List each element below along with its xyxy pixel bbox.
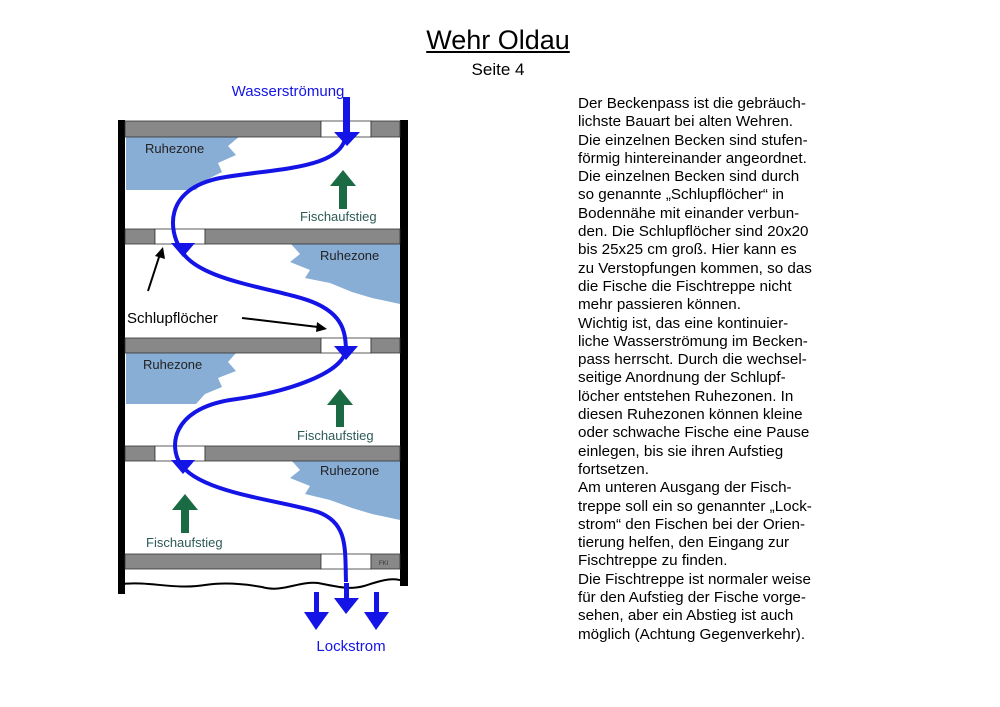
fish-ascent-label-1: Fischaufstieg xyxy=(300,209,377,224)
fish-ascent-arrow-3 xyxy=(172,494,198,533)
water-flow-arrow-2 xyxy=(171,243,195,257)
description-text: Der Beckenpass ist die gebräuch- lichste… xyxy=(578,95,812,643)
rest-zone-area-1 xyxy=(126,136,240,190)
page-subtitle: Seite 4 xyxy=(471,60,525,79)
slip-holes-label: Schlupflöcher xyxy=(127,310,218,327)
barrier-1 xyxy=(124,120,401,138)
slip-hole-pointer-arrow-1 xyxy=(147,247,165,292)
barrier-2 xyxy=(124,228,401,245)
fish-ascent-label-2: Fischaufstieg xyxy=(297,428,374,443)
attraction-current-label: Lockstrom xyxy=(316,638,385,655)
rest-zone-label-4: Ruhezone xyxy=(320,463,379,478)
water-flow-label: Wasserströmung xyxy=(232,83,345,100)
small-tag-label: FKI xyxy=(379,561,389,567)
rest-zone-label-1: Ruhezone xyxy=(145,141,204,156)
rest-zone-area-2 xyxy=(290,244,400,304)
barrier-3 xyxy=(124,337,401,354)
water-flow-arrow-4 xyxy=(171,460,195,474)
fish-ladder-diagram: FKI Wasserströmung Ru xyxy=(118,83,408,655)
water-flow-arrow-3 xyxy=(334,346,358,360)
right-wall xyxy=(400,120,408,586)
fish-ascent-label-3: Fischaufstieg xyxy=(146,535,223,550)
rest-zone-label-2: Ruhezone xyxy=(320,248,379,263)
barrier-5 xyxy=(124,553,401,570)
attraction-current-arrows xyxy=(304,583,389,630)
rest-zone-area-3 xyxy=(126,353,236,404)
fish-ascent-arrow-2 xyxy=(327,389,353,427)
water-flow-arrow-top xyxy=(334,97,360,146)
rest-zone-label-3: Ruhezone xyxy=(143,357,202,372)
page-title: Wehr Oldau xyxy=(426,25,570,55)
ground-line xyxy=(121,578,407,590)
slip-hole-pointer-arrow-2 xyxy=(241,317,327,332)
barrier-4 xyxy=(124,445,401,462)
fish-ascent-arrow-1 xyxy=(330,170,356,209)
left-wall xyxy=(118,120,125,594)
rest-zone-area-4 xyxy=(290,460,400,520)
